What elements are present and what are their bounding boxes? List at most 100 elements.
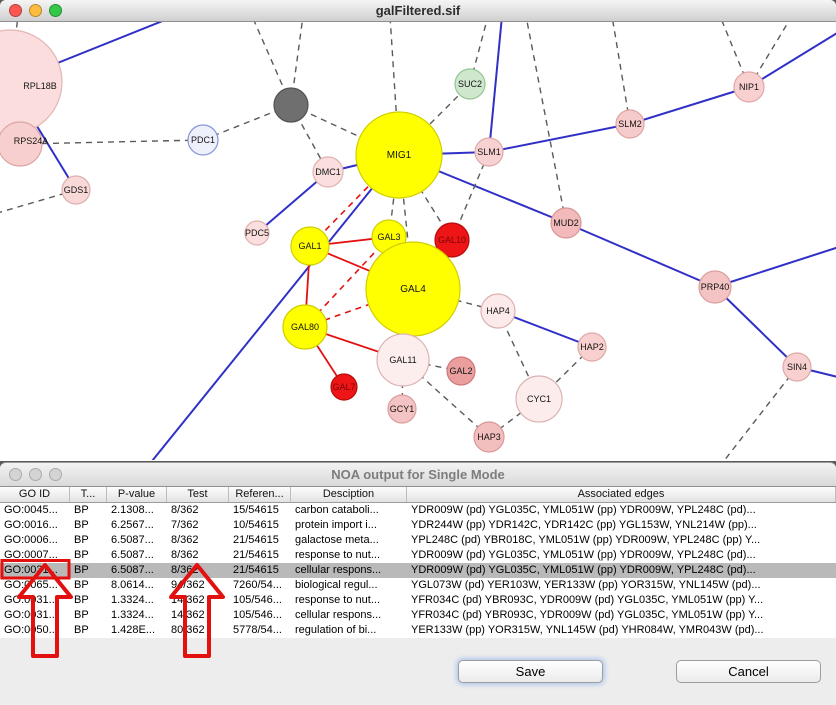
graph-edge[interactable] (748, 30, 836, 88)
table-cell-reference: 21/54615 (233, 564, 279, 576)
dialog-footer: Save Cancel (0, 638, 836, 705)
graph-node-label: SIN4 (787, 362, 807, 372)
graph-window-titlebar[interactable]: galFiltered.sif (0, 0, 836, 22)
graph-node-label: GAL4 (400, 284, 426, 295)
table-cell-go_id: GO:0065... (4, 579, 58, 591)
graph-edge[interactable] (526, 22, 567, 224)
table-cell-test: 14/362 (171, 594, 205, 606)
graph-node-label: GAL2 (449, 366, 472, 376)
graph-node-nip1[interactable] (733, 71, 765, 103)
table-cell-associated_edges: YPL248C (pd) YBR018C, YML051W (pp) YDR00… (411, 534, 761, 546)
noa-window-titlebar[interactable]: NOA output for Single Mode (0, 463, 836, 487)
graph-node-sin4[interactable] (782, 352, 812, 382)
graph-node-gal2[interactable] (446, 356, 476, 386)
table-cell-p_value: 6.5087... (111, 564, 154, 576)
table-cell-description: biological regul... (295, 579, 378, 591)
graph-edge[interactable] (612, 22, 631, 125)
graph-node-gal1[interactable] (290, 226, 330, 266)
graph-node-gds1[interactable] (61, 175, 91, 205)
table-cell-associated_edges: YDR009W (pd) YGL035C, YML051W (pp) YDR00… (411, 504, 756, 516)
table-cell-go_id: GO:0031... (4, 609, 58, 621)
graph-window-title: galFiltered.sif (375, 3, 461, 18)
graph-edge[interactable] (148, 154, 400, 460)
column-header-description[interactable]: Desciption (291, 487, 407, 502)
graph-node-mud2[interactable] (550, 207, 582, 239)
graph-node-gal11[interactable] (376, 333, 430, 387)
graph-node-gcy1[interactable] (387, 394, 417, 424)
graph-node-suc2[interactable] (454, 68, 486, 100)
table-cell-description: response to nut... (295, 549, 380, 561)
graph-edge[interactable] (488, 22, 503, 153)
graph-edge[interactable] (714, 246, 836, 288)
column-header-p_value[interactable]: P-value (107, 487, 167, 502)
table-cell-reference: 5778/54... (233, 624, 282, 636)
graph-edge[interactable] (304, 288, 414, 328)
table-cell-type: BP (74, 564, 89, 576)
minimize-button[interactable] (29, 4, 42, 17)
column-header-type[interactable]: T... (70, 487, 107, 502)
table-cell-associated_edges: YDR009W (pd) YGL035C, YML051W (pp) YDR00… (411, 564, 756, 576)
table-cell-associated_edges: YFR034C (pd) YBR093C, YDR009W (pd) YGL03… (411, 594, 764, 606)
graph-node-gal10[interactable] (434, 222, 470, 258)
graph-node-label: GAL1 (298, 241, 321, 251)
table-cell-go_id: GO:0031... (4, 564, 58, 576)
graph-node-label: GDS1 (64, 185, 89, 195)
close-button-inactive[interactable] (9, 468, 22, 481)
graph-node-gal7[interactable] (330, 373, 358, 401)
column-header-associated_edges[interactable]: Associated edges (407, 487, 836, 502)
graph-edge[interactable] (565, 222, 716, 288)
table-cell-description: protein import i... (295, 519, 377, 531)
table-cell-associated_edges: YFR034C (pd) YBR093C, YDR009W (pd) YGL03… (411, 609, 764, 621)
cancel-button[interactable]: Cancel (676, 660, 821, 683)
save-button[interactable]: Save (458, 660, 603, 683)
graph-node-label: RPL18B (23, 81, 57, 91)
graph-node-label: NIP1 (739, 82, 759, 92)
graph-node-hap2[interactable] (577, 332, 607, 362)
graph-node-slm2[interactable] (615, 109, 645, 139)
graph-node-gal80[interactable] (282, 304, 328, 350)
graph-node-label: SLM2 (618, 119, 642, 129)
zoom-button-inactive[interactable] (49, 468, 62, 481)
table-cell-description: cellular respons... (295, 609, 382, 621)
graph-edge[interactable] (19, 139, 204, 145)
graph-node-cyc1[interactable] (515, 375, 563, 423)
column-header-reference[interactable]: Referen... (229, 487, 291, 502)
network-canvas[interactable]: RPL18BRPS24AGDS1PDC1DMC1MIG1SUC2SLM1SLM2… (0, 22, 836, 460)
graph-node-dmc1[interactable] (312, 156, 344, 188)
graph-edge[interactable] (720, 366, 798, 460)
graph-edge[interactable] (402, 359, 490, 438)
graph-node-pdc1[interactable] (187, 124, 219, 156)
column-header-test[interactable]: Test (167, 487, 229, 502)
graph-node-label: HAP4 (486, 306, 510, 316)
graph-edge[interactable] (488, 123, 631, 153)
minimize-button-inactive[interactable] (29, 468, 42, 481)
graph-node-mig1[interactable] (355, 111, 443, 199)
graph-node-slm1[interactable] (474, 137, 504, 167)
close-button[interactable] (9, 4, 22, 17)
graph-node-hap3[interactable] (473, 421, 505, 453)
graph-node-rps24a[interactable] (0, 121, 43, 167)
column-header-go_id[interactable]: GO ID (0, 487, 70, 502)
graph-node-pdc5[interactable] (244, 220, 270, 246)
graph-edge[interactable] (256, 171, 329, 234)
graph-node-hap4[interactable] (480, 293, 516, 329)
graph-node-label: GAL10 (438, 235, 466, 245)
zoom-button[interactable] (49, 4, 62, 17)
graph-edge[interactable] (629, 86, 750, 125)
graph-node-unlabeled[interactable] (273, 87, 309, 123)
graph-edge[interactable] (714, 286, 798, 368)
table-cell-p_value: 2.1308... (111, 504, 154, 516)
table-cell-description: response to nut... (295, 594, 380, 606)
noa-window-title: NOA output for Single Mode (331, 467, 505, 482)
graph-node-prp40[interactable] (698, 270, 732, 304)
